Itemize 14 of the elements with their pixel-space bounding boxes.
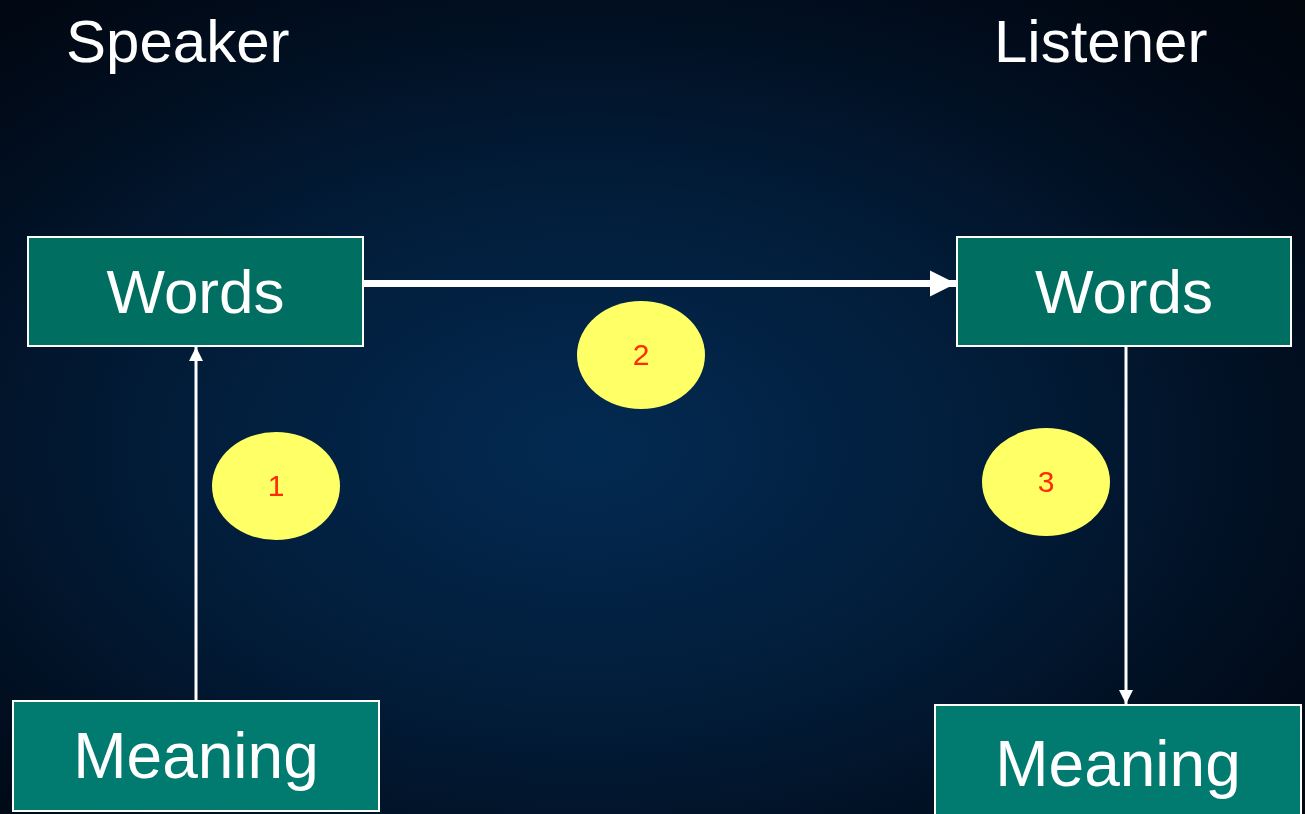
concept-box — [956, 236, 1292, 347]
arrow — [364, 270, 956, 297]
role-heading: Speaker — [66, 12, 290, 72]
step-number: 2 — [632, 340, 650, 370]
concept-box — [27, 236, 364, 347]
arrow — [189, 347, 203, 700]
arrow — [1119, 347, 1133, 704]
role-heading: Listener — [994, 12, 1208, 72]
box-label: Words — [1035, 260, 1213, 323]
box-label: Words — [106, 260, 285, 323]
step-number: 3 — [1037, 467, 1055, 497]
step-number: 1 — [267, 471, 285, 501]
concept-box — [12, 700, 380, 812]
concept-box — [934, 704, 1302, 814]
